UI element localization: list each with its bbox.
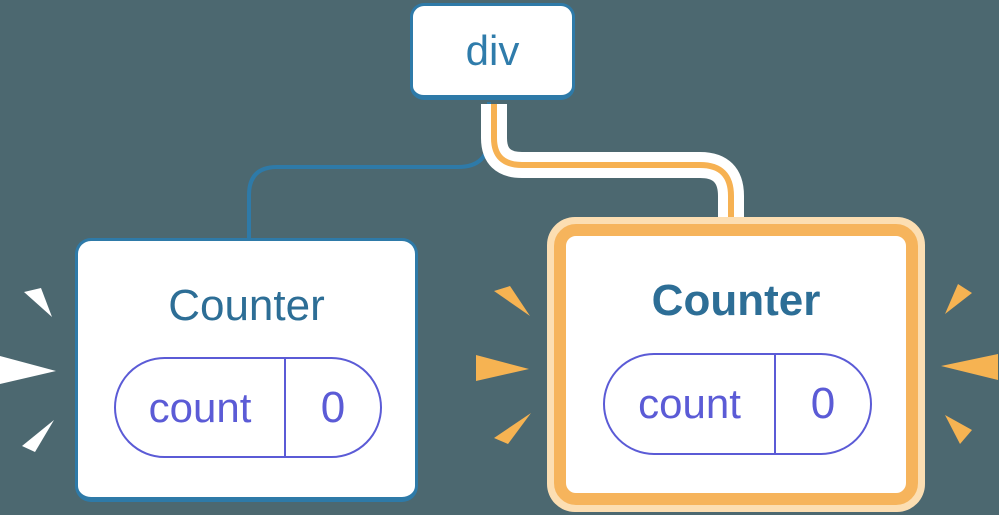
counter-card-right-halo: Counter count 0 (547, 217, 925, 512)
root-div-node: div (410, 3, 575, 100)
sparkle-burst-left-counter (0, 288, 56, 452)
state-value: 0 (774, 355, 870, 453)
sparkle-icon (494, 286, 530, 316)
counter-card-right: Counter count 0 (554, 224, 918, 505)
state-label: count (148, 383, 252, 431)
counter-card-left: Counter count 0 (75, 238, 418, 502)
counter-title: Counter (651, 276, 821, 325)
sparkle-icon (476, 355, 529, 381)
sparkle-icon (494, 413, 531, 444)
sparkle-burst-right-counter-left (476, 286, 531, 444)
sparkle-icon (24, 288, 52, 317)
sparkle-icon (945, 415, 972, 444)
state-pill: count 0 (114, 357, 382, 458)
edge-root-to-right-counter (491, 104, 734, 226)
sparkle-icon (0, 356, 56, 384)
state-value: 0 (284, 359, 380, 456)
edge-root-to-left-counter (247, 102, 491, 242)
state-label: count (638, 380, 741, 427)
sparkle-icon (945, 284, 972, 314)
counter-title: Counter (168, 281, 325, 330)
sparkle-icon (941, 354, 998, 380)
sparkle-icon (22, 420, 54, 452)
sparkle-burst-right-counter-right (941, 284, 998, 444)
state-pill: count 0 (603, 353, 872, 455)
